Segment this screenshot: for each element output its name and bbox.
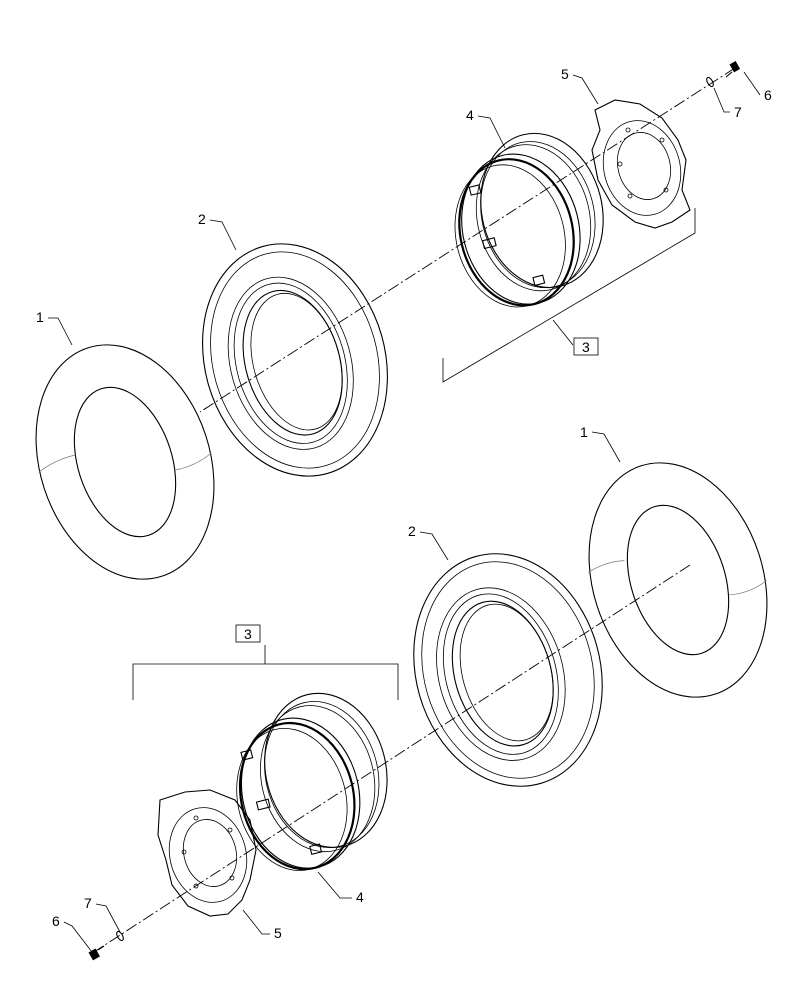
upper-leader-4 [477,115,506,149]
upper-bolt [725,61,741,78]
upper-callout-6: 6 [764,87,772,103]
upper-callout-1: 1 [36,309,44,325]
upper-wheel-assembly [35,61,761,580]
lower-leader-6 [63,921,93,953]
lower-inner-tube [588,462,768,698]
upper-leader-2 [209,219,237,251]
lower-callout-5: 5 [274,925,282,941]
upper-assembly-leader [552,319,574,346]
upper-callout-3: 3 [582,339,590,355]
upper-center-axis [199,67,736,413]
upper-callout-2: 2 [198,211,206,227]
upper-callout-7: 7 [734,104,742,120]
lower-leader-5 [242,909,270,935]
upper-assembly-bracket [442,208,696,383]
upper-rim [454,132,604,308]
lower-rim [236,692,388,871]
lower-callout-7: 7 [84,895,92,911]
upper-leader-1 [48,317,73,346]
lower-leader-4 [317,871,352,899]
upper-leader-7 [713,87,730,113]
lower-center-disc [157,789,257,917]
lower-tire [413,553,603,787]
upper-callout-4: 4 [466,107,474,123]
upper-washer [706,76,714,88]
lower-callout-3-box [235,624,261,643]
lower-washer [116,930,124,942]
lower-callout-3: 3 [244,626,252,642]
lower-callout-4: 4 [356,889,364,905]
lower-leader-1 [591,431,621,463]
upper-inner-tube [35,344,215,580]
upper-callout-5: 5 [561,66,569,82]
lower-callout-2: 2 [408,523,416,539]
lower-assembly-bracket [132,663,399,700]
lower-bolt [88,945,105,961]
lower-callout-6: 6 [52,913,60,929]
lower-center-axis [93,564,691,953]
upper-leader-6 [743,71,761,96]
lower-wheel-assembly [63,431,768,961]
lower-leader-2 [419,531,449,561]
lower-leader-7 [95,903,121,933]
upper-callout-3-box [573,337,599,356]
upper-tire [202,243,388,477]
lower-callout-1: 1 [580,424,588,440]
upper-leader-5 [572,74,599,105]
upper-center-disc [591,99,691,229]
